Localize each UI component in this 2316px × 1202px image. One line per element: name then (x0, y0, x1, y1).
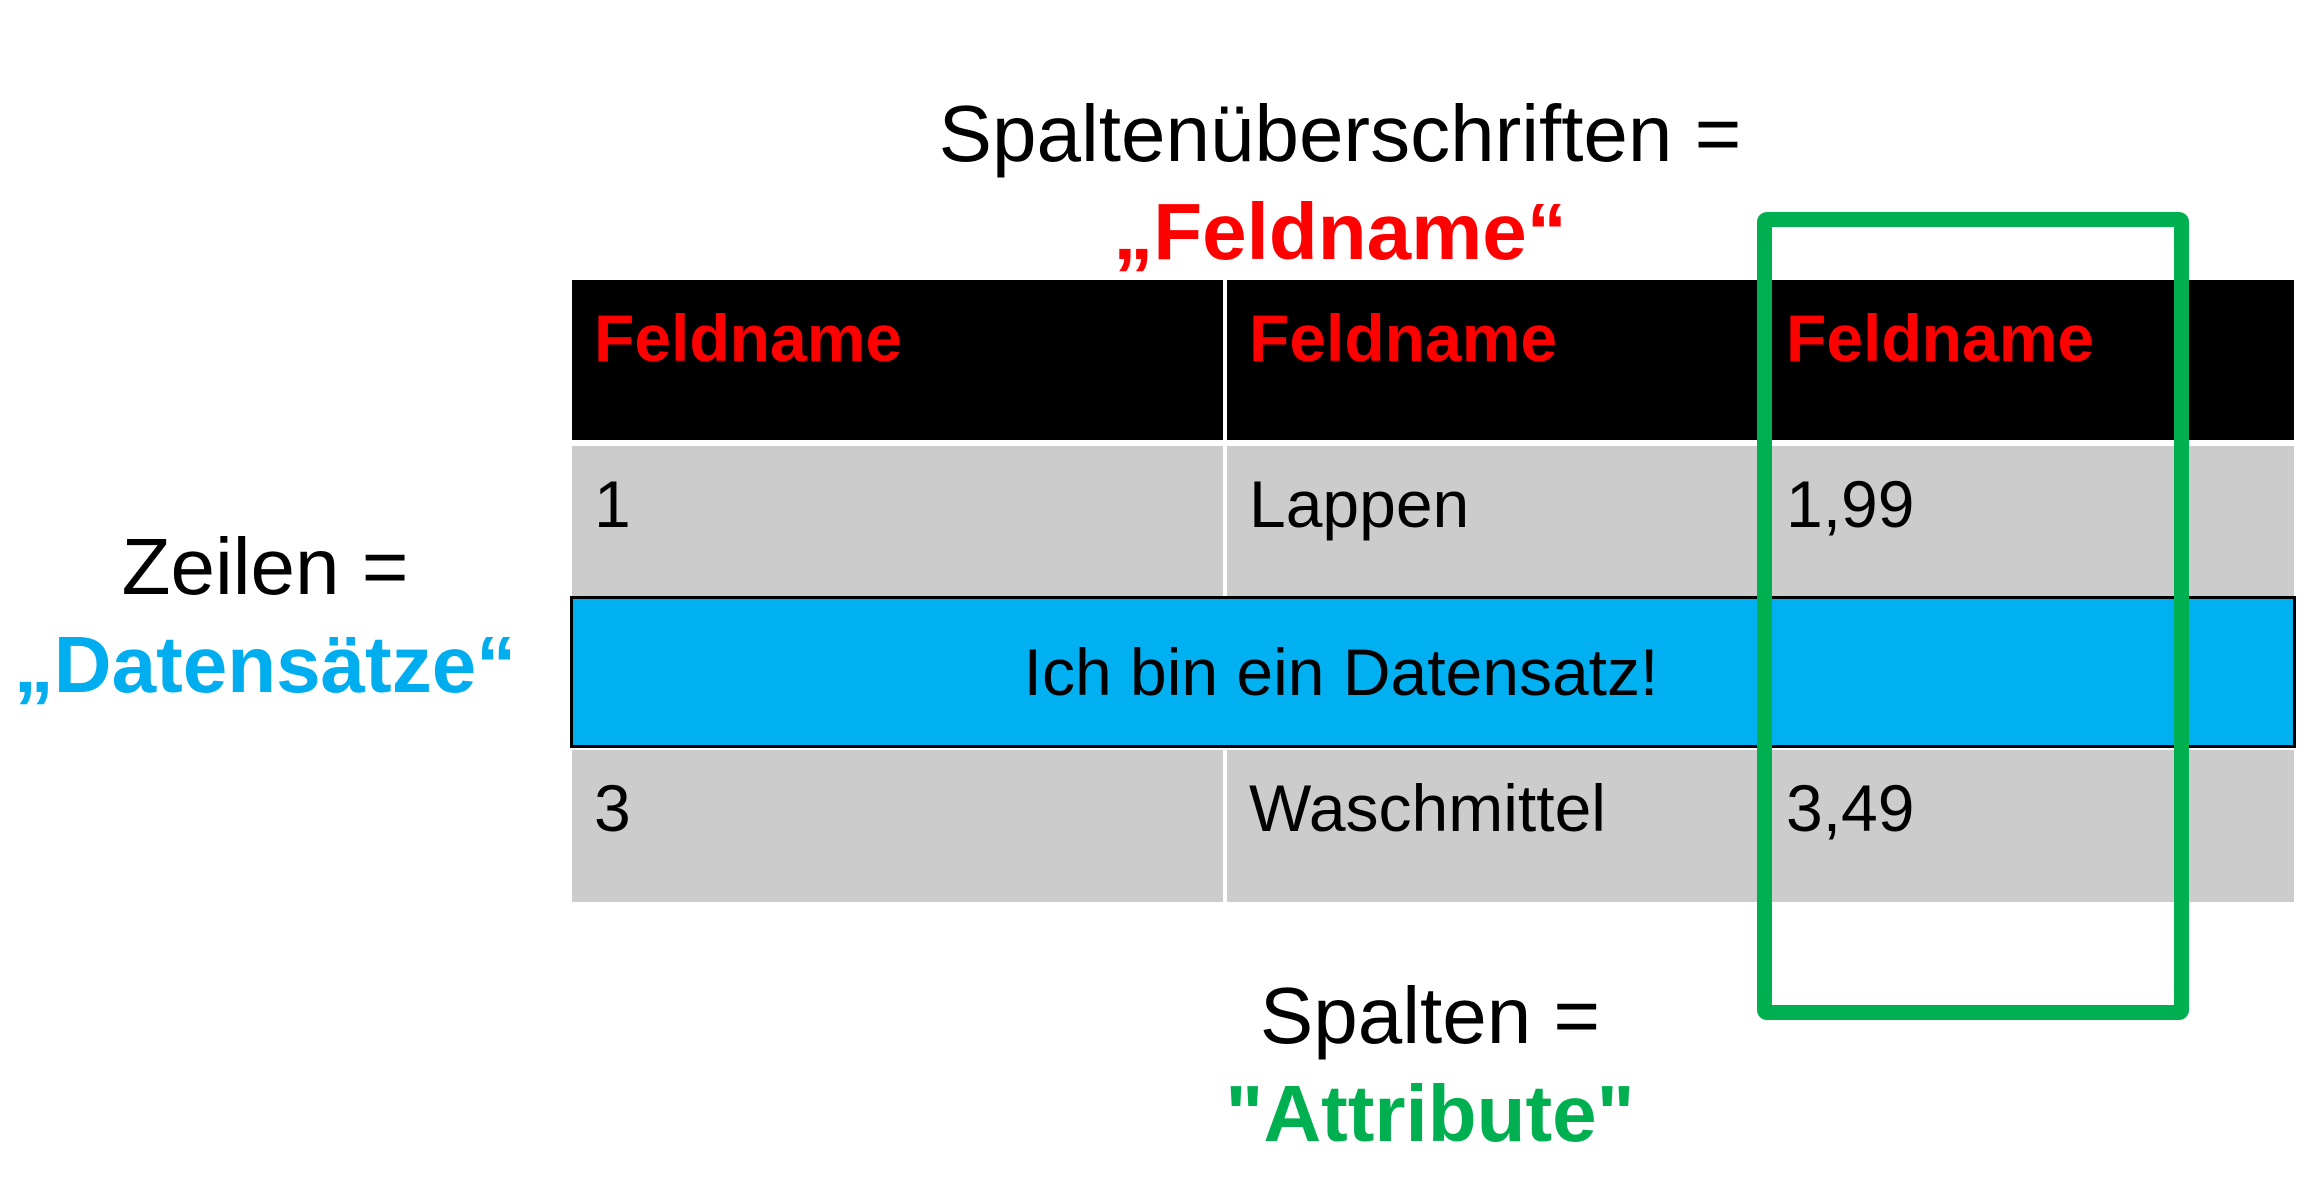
highlighted-record-row: Ich bin ein Datensatz! (570, 596, 2296, 748)
highlighted-record-label: Ich bin ein Datensatz! (1023, 635, 1659, 709)
column-headers-caption-term: „Feldname“ (1113, 187, 1567, 276)
rows-caption: Zeilen = „Datensätze“ (0, 518, 530, 714)
table-cell: 1 (572, 446, 1223, 598)
table-cell: 3,49 (1764, 750, 2294, 902)
rows-caption-term: „Datensätze“ (13, 620, 517, 709)
rows-caption-line1: Zeilen = (121, 522, 409, 611)
column-headers-caption: Spaltenüberschriften = „Feldname“ (760, 85, 1920, 281)
table-cell: 3 (572, 750, 1223, 902)
columns-caption-line1: Spalten = (1259, 971, 1601, 1060)
columns-caption-term: "Attribute" (1225, 1069, 1635, 1158)
columns-caption: Spalten = "Attribute" (1110, 967, 1750, 1163)
table-cell: 1,99 (1764, 446, 2294, 598)
header-cell: Feldname (1764, 280, 2294, 440)
header-cell: Feldname (1227, 280, 1760, 440)
example-table: Feldname Feldname Feldname 1 Lappen 1,99… (572, 280, 2294, 902)
table-cell: Lappen (1227, 446, 1760, 598)
column-headers-caption-line1: Spaltenüberschriften = (938, 89, 1742, 178)
header-cell: Feldname (572, 280, 1223, 440)
table-cell: Waschmittel (1227, 750, 1760, 902)
